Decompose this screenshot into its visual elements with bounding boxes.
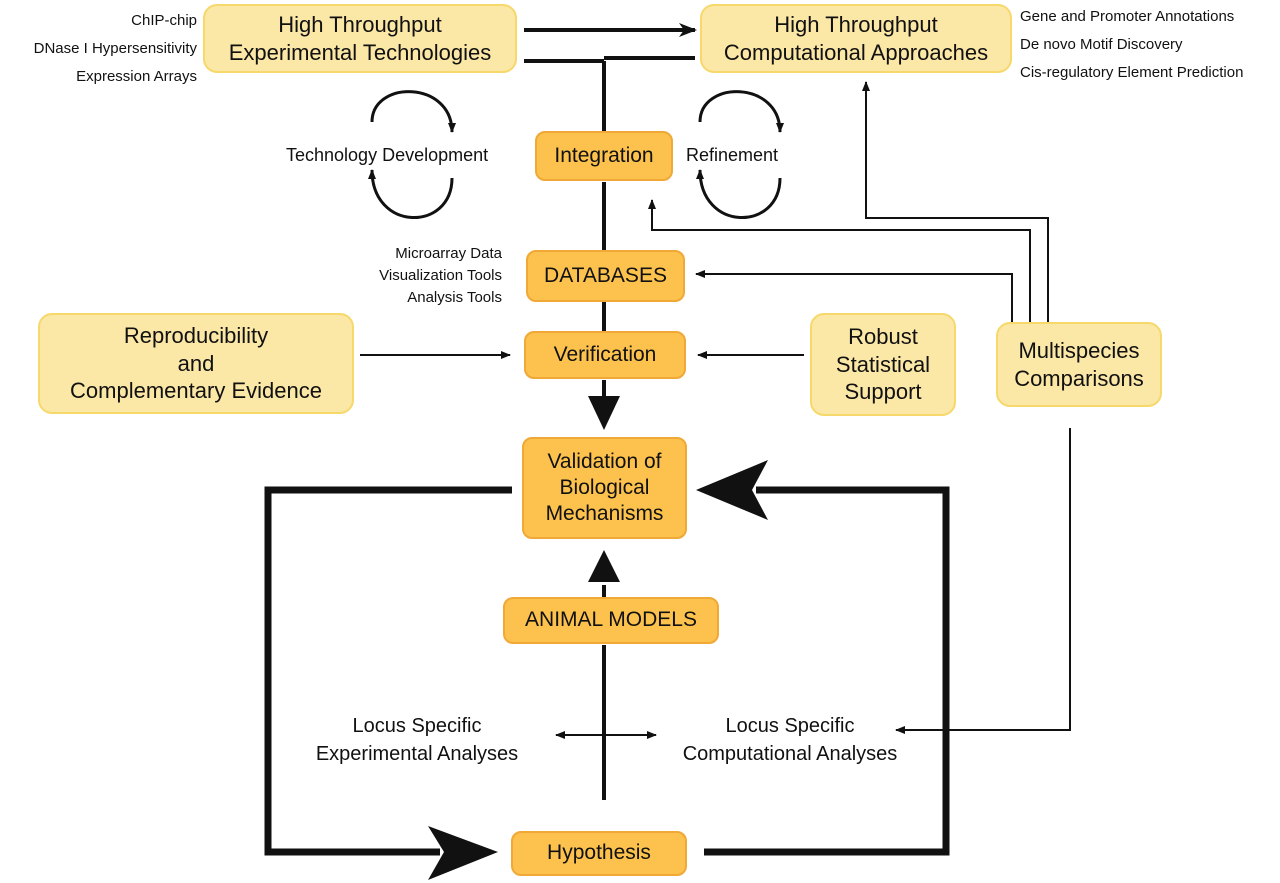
node-ht-computational: High Throughput Computational Approaches <box>700 4 1012 73</box>
node-databases: DATABASES <box>526 250 685 302</box>
node-hypothesis-label: Hypothesis <box>547 841 651 865</box>
arrowhead-up-validation <box>588 550 620 582</box>
label-motif-discovery: De novo Motif Discovery <box>1020 36 1183 53</box>
label-db-tools: Microarray Data Visualization Tools Anal… <box>379 243 502 309</box>
label-locus-computational: Locus Specific Computational Analyses <box>658 712 922 768</box>
node-ht-experimental-line1: High Throughput <box>278 12 442 37</box>
node-robust-support: Robust Statistical Support <box>810 313 956 416</box>
node-validation-line3: Mechanisms <box>545 502 664 526</box>
node-validation: Validation of Biological Mechanisms <box>522 437 687 539</box>
label-refinement-text: Refinement <box>686 145 779 165</box>
node-animal-models: ANIMAL MODELS <box>503 597 719 644</box>
label-technology-development-text: Technology Development <box>286 145 489 165</box>
node-multispecies-line1: Multispecies <box>1018 338 1140 363</box>
arrow-multispecies-to-comp <box>862 81 1049 322</box>
node-animal-models-label: ANIMAL MODELS <box>525 608 697 632</box>
label-locus-experimental: Locus Specific Experimental Analyses <box>292 712 542 768</box>
node-robust-support-line1: Robust <box>848 324 918 350</box>
node-ht-experimental-line2: Experimental Technologies <box>228 39 492 65</box>
label-technology-development: Technology Development <box>286 145 488 166</box>
arrowhead-validation <box>696 460 768 520</box>
node-validation-line2: Biological <box>559 475 650 499</box>
label-dnase: DNase I Hypersensitivity <box>33 40 197 57</box>
label-analysis-tools: Analysis Tools <box>407 289 502 306</box>
label-locus-experimental-line2: Experimental Analyses <box>315 743 519 765</box>
node-reproducibility-line3: Complementary Evidence <box>70 378 322 404</box>
node-robust-support-line2: Statistical <box>835 351 931 377</box>
node-integration: Integration <box>535 131 673 181</box>
label-expression-arrays: Expression Arrays <box>76 68 197 85</box>
loop-left <box>264 486 512 856</box>
label-cis-regulatory: Cis-regulatory Element Prediction <box>1020 64 1244 81</box>
node-databases-label: DATABASES <box>544 263 667 287</box>
node-reproducibility: Reproducibility and Complementary Eviden… <box>38 313 354 414</box>
node-ht-computational-line1: High Throughput <box>774 12 938 37</box>
label-chip-chip: ChIP-chip <box>131 12 197 29</box>
node-multispecies: Multispecies Comparisons <box>996 322 1162 407</box>
node-robust-support-line3: Support <box>844 379 922 405</box>
cycle-arrow-right-bottom <box>696 169 782 219</box>
label-locus-computational-line2: Computational Analyses <box>682 743 898 765</box>
arrowhead-down-validation <box>588 396 620 430</box>
loop-right <box>704 486 950 856</box>
label-refinement: Refinement <box>686 145 778 166</box>
label-microarray-data: Microarray Data <box>395 245 502 262</box>
node-integration-label: Integration <box>554 143 654 167</box>
arrow-multispecies-to-databases <box>695 270 1013 322</box>
label-locus-computational-line1: Locus Specific <box>725 715 855 737</box>
label-comp-list: Gene and Promoter Annotations De novo Mo… <box>1020 3 1243 87</box>
label-exp-tech-list: ChIP-chip DNase I Hypersensitivity Expre… <box>34 7 197 91</box>
node-ht-experimental: High Throughput Experimental Technologie… <box>203 4 517 73</box>
node-validation-line1: Validation of <box>547 449 662 473</box>
arrow-multispecies-to-locus-comp <box>895 428 1071 734</box>
node-multispecies-line2: Comparisons <box>1014 365 1144 391</box>
label-visualization-tools: Visualization Tools <box>379 267 502 284</box>
arrow-multispecies-to-integration <box>648 199 1031 322</box>
node-ht-computational-line2: Computational Approaches <box>723 39 989 65</box>
node-verification-label: Verification <box>553 342 657 366</box>
node-reproducibility-line2: and <box>177 350 215 376</box>
cycle-arrow-right-top <box>698 90 784 133</box>
node-reproducibility-line1: Reproducibility <box>123 323 269 349</box>
cycle-arrow-left-top <box>370 90 456 133</box>
node-hypothesis: Hypothesis <box>511 831 687 876</box>
node-verification: Verification <box>524 331 686 379</box>
arrowhead-hypothesis <box>428 826 498 880</box>
label-locus-experimental-line1: Locus Specific <box>352 715 482 737</box>
cycle-arrow-left-bottom <box>368 169 454 219</box>
label-gene-promoter: Gene and Promoter Annotations <box>1020 8 1235 25</box>
